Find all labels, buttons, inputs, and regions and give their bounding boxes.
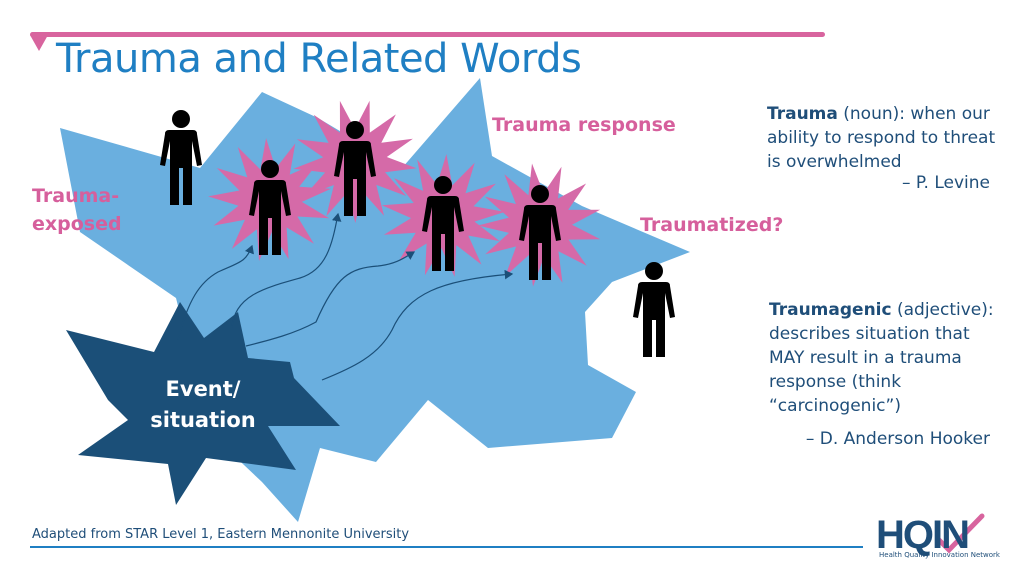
attribution-hooker: – D. Anderson Hooker (805, 429, 990, 449)
definition-trauma-text: (noun): when our ability to respond to t… (767, 104, 996, 172)
hqin-check-mark (936, 513, 985, 554)
hqin-logo: HQIN (876, 513, 970, 557)
person-unexposed-icon (160, 110, 202, 205)
title-accent-rule (30, 32, 825, 37)
hqin-logo-subtitle: Health Quality Innovation Network (879, 551, 1000, 559)
event-situation-burst (66, 302, 340, 505)
definition-trauma-term: Trauma (767, 104, 838, 124)
definition-trauma: Trauma (noun): when our ability to respo… (767, 102, 1007, 174)
label-traumatized: Traumatized? (640, 214, 784, 236)
event-label-line-2: situation (150, 408, 256, 432)
slide-title: Trauma and Related Words (56, 36, 582, 82)
person-traumatized-icon (633, 262, 675, 357)
label-trauma-exposed-line-1: Trauma- (32, 185, 120, 207)
title-triangle-marker (30, 35, 48, 51)
definition-traumagenic-text: (adjective): describes situation that MA… (769, 300, 994, 416)
attribution-levine: – P. Levine (902, 173, 990, 193)
label-trauma-exposed-line-2: exposed (32, 213, 122, 235)
label-trauma-response: Trauma response (492, 114, 676, 136)
event-situation-label: Event/ situation (138, 374, 268, 436)
definition-traumagenic: Traumagenic (adjective): describes situa… (769, 298, 1009, 418)
definition-traumagenic-term: Traumagenic (769, 300, 892, 320)
footer-rule (30, 546, 863, 548)
hqin-logo-text: HQIN (876, 513, 968, 557)
person-response-2-icon (519, 185, 561, 280)
curved-arrow-2 (231, 212, 342, 329)
person-response-1-icon (422, 176, 464, 271)
curved-arrow-3 (245, 251, 416, 347)
person-exposed-1-icon (249, 160, 291, 255)
label-trauma-exposed: Trauma- exposed (32, 182, 122, 238)
person-exposed-2-icon (334, 121, 376, 216)
event-label-line-1: Event/ (165, 377, 241, 401)
curved-arrow-4 (321, 269, 514, 381)
curved-arrow-1 (177, 244, 254, 341)
source-note: Adapted from STAR Level 1, Eastern Menno… (32, 527, 410, 542)
